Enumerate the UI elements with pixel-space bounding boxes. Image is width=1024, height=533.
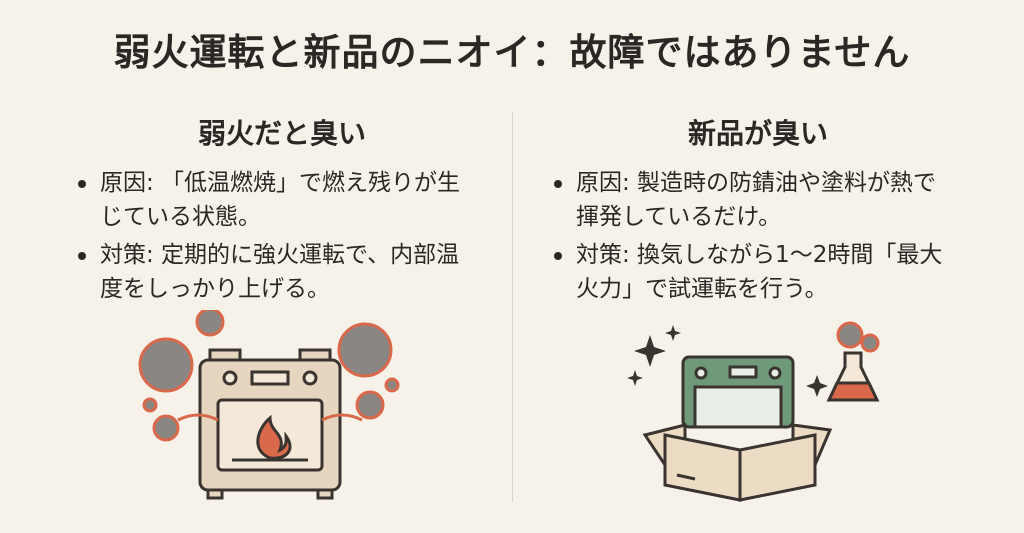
cardboard-box-icon — [642, 423, 833, 502]
page-title: 弱火運転と新品のニオイ：故障ではありません — [113, 31, 911, 74]
new-stove-illustration — [627, 321, 880, 502]
low-flame-heading: 弱火だと臭い — [197, 117, 366, 150]
oven-icon — [198, 348, 342, 500]
stove-icon — [681, 355, 795, 429]
remedy-bullet: 対策: 定期的に強火運転で、内部温度をしっかり上げる。 — [78, 238, 480, 306]
smoky-oven-illustration — [138, 310, 400, 500]
cause-bullet: 原因: 製造時の防錆油や塗料が熱で揮発しているだけ。 — [554, 166, 956, 234]
column-divider — [512, 112, 513, 502]
remedy-bullet: 対策: 換気しながら1〜2時間「最大火力」で試運転を行う。 — [554, 238, 956, 306]
cause-bullet: 原因: 「低温燃焼」で燃え残りが生じている状態。 — [78, 166, 480, 234]
low-flame-section: 弱火だと臭い 原因: 「低温燃焼」で燃え残りが生じている状態。 対策: 定期的に… — [72, 112, 492, 310]
new-product-heading: 新品が臭い — [687, 117, 828, 150]
smoke-cloud-icon — [138, 310, 400, 442]
flask-icon — [826, 321, 880, 402]
new-product-section: 新品が臭い 原因: 製造時の防錆油や塗料が熱で揮発しているだけ。 対策: 換気し… — [548, 112, 968, 310]
sparkle-icon — [627, 325, 828, 397]
